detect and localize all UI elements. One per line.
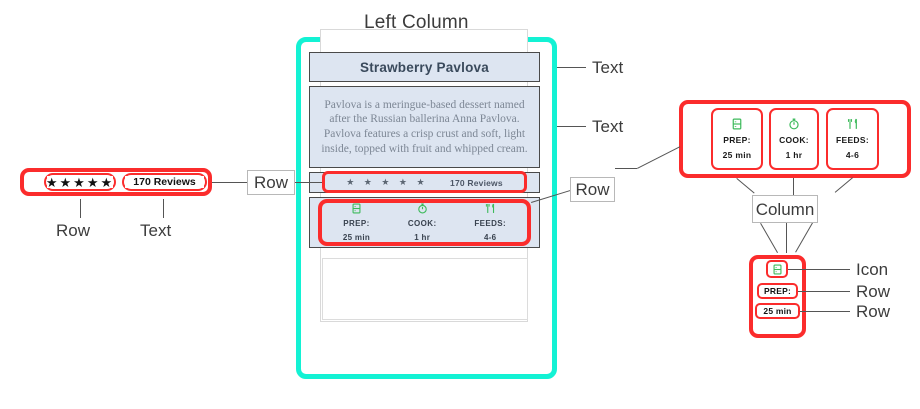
recipe-title: Strawberry Pavlova	[360, 59, 489, 75]
leader-callout-stars	[80, 199, 81, 218]
annotation-row-stats-label: Row	[575, 180, 610, 199]
leader-column-prep	[736, 178, 755, 194]
callout-stat-card-cook: COOK: 1 hr	[769, 108, 819, 170]
callout-reviews-value-wrap: 170 Reviews	[125, 176, 204, 188]
annotation-row-rating-label: Row	[253, 173, 288, 192]
stat-column-cook: COOK: 1 hr	[408, 203, 437, 242]
leader-title-text	[557, 67, 586, 68]
fork-knife-icon	[485, 203, 496, 214]
annotation-row-prep: Row	[856, 282, 891, 301]
leader-detail-b	[786, 223, 787, 253]
callout-detail-icon-box	[766, 260, 788, 278]
leader-column-cook	[793, 178, 794, 195]
annotation-row-under-stars: Row	[56, 221, 91, 240]
leader-row-to-callout-a	[615, 168, 637, 169]
stat-label: FEEDS:	[474, 219, 507, 228]
leader-left-row-out	[295, 182, 322, 183]
callout-stat-card-prep: PREP: 25 min	[711, 108, 763, 170]
callout-stat-value: 4-6	[845, 150, 860, 160]
callout-stat-label: FEEDS:	[836, 135, 869, 145]
annotation-column: Column	[752, 195, 818, 223]
stat-column-feeds: FEEDS: 4-6	[474, 203, 506, 242]
callout-stars-value: ★★★★★	[45, 174, 115, 190]
stat-label: COOK:	[407, 219, 437, 228]
stopwatch-icon	[788, 118, 800, 130]
recipe-rating-panel: ★ ★ ★ ★ ★ 170 Reviews	[309, 172, 540, 193]
recipe-description: Pavlova is a meringue-based dessert name…	[321, 98, 528, 155]
leader-detail-c	[795, 222, 813, 253]
annotation-icon: Icon	[856, 260, 889, 279]
page-title: Left Column	[364, 12, 469, 33]
leader-row-prep-label	[798, 291, 850, 292]
stat-column-prep: PREP: 25 min	[343, 203, 370, 242]
star-rating: ★ ★ ★ ★ ★	[346, 177, 429, 187]
callout-detail-label: PREP:	[764, 286, 791, 296]
fork-knife-icon	[847, 118, 859, 130]
callout-stat-label: COOK:	[779, 135, 809, 145]
recipe-description-panel: Pavlova is a meringue-based dessert name…	[309, 86, 540, 168]
callout-stars-value-wrap: ★★★★★	[45, 174, 115, 190]
recipe-stats-panel: PREP: 25 min COOK: 1 hr	[309, 197, 540, 248]
annotation-text-description: Text	[592, 117, 624, 136]
prep-board-icon	[731, 118, 743, 130]
leader-column-feeds	[834, 177, 853, 193]
annotation-text-under-reviews: Text	[140, 221, 172, 240]
callout-reviews-value: 170 Reviews	[133, 175, 196, 188]
review-count: 170 Reviews	[450, 177, 503, 188]
stats-row: PREP: 25 min COOK: 1 hr	[310, 203, 539, 242]
callout-detail-value: 25 min	[763, 306, 792, 316]
leader-description-text	[557, 126, 586, 127]
rating-row: ★ ★ ★ ★ ★ 170 Reviews	[346, 177, 503, 188]
leader-callout-reviews	[163, 199, 164, 218]
leader-row-to-callout-b	[637, 146, 681, 169]
recipe-title-panel: Strawberry Pavlova	[309, 52, 540, 82]
prep-board-icon	[772, 263, 783, 275]
callout-stat-value: 25 min	[722, 150, 752, 160]
annotation-row-stats: Row	[570, 177, 615, 202]
callout-stat-label: PREP:	[723, 135, 751, 145]
empty-content-panel	[322, 258, 528, 320]
leader-row-time-label	[800, 311, 850, 312]
annotation-column-label: Column	[755, 199, 815, 219]
prep-board-icon	[351, 203, 362, 214]
stat-label: PREP:	[343, 219, 370, 228]
annotation-row-rating: Row	[247, 170, 295, 195]
annotation-row-time: Row	[856, 302, 891, 321]
callout-detail-label-box: PREP:	[757, 283, 798, 299]
callout-stat-card-feeds: FEEDS: 4-6	[826, 108, 879, 170]
callout-detail-value-box: 25 min	[755, 303, 800, 319]
stat-value: 25 min	[342, 233, 371, 242]
stopwatch-icon	[417, 203, 428, 214]
callout-stat-value: 1 hr	[785, 150, 803, 160]
leader-icon-label	[788, 269, 850, 270]
stat-value: 4-6	[483, 233, 497, 242]
stat-value: 1 hr	[414, 233, 431, 242]
leader-left-row-in	[212, 182, 247, 183]
leader-detail-a	[760, 223, 778, 253]
annotation-text-title: Text	[592, 58, 624, 77]
